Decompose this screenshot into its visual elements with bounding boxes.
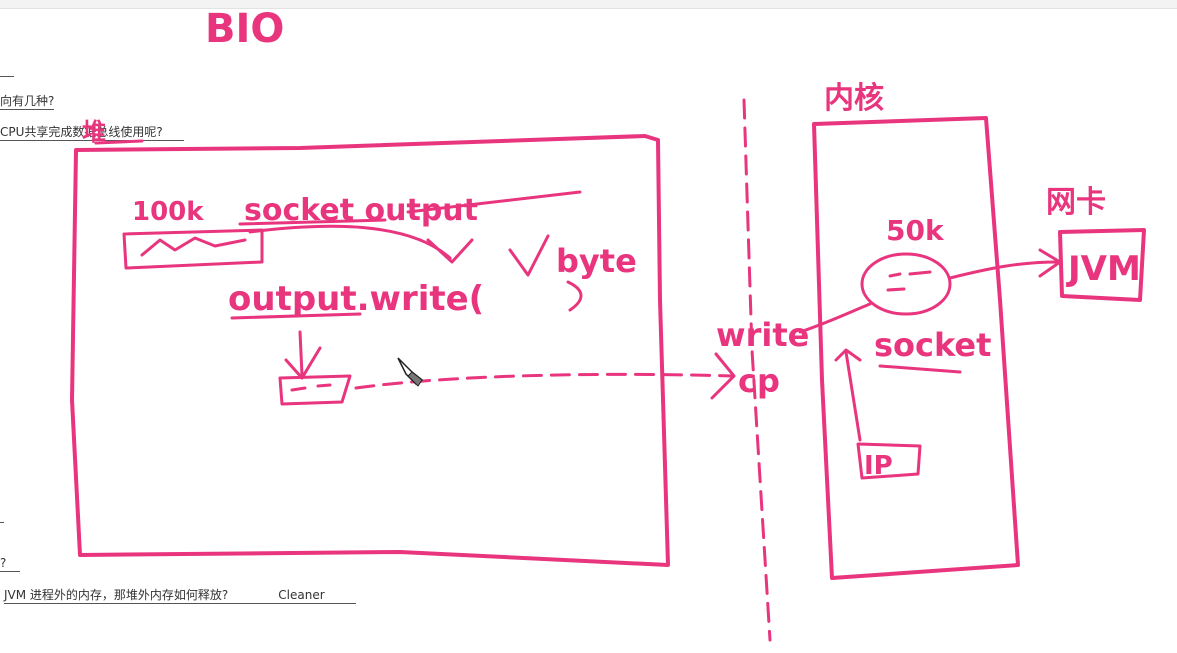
write-label: write: [716, 316, 809, 354]
window-top-edge: [0, 0, 1177, 9]
byte-check-mark: [508, 234, 550, 277]
socket-buffer-scribble: [886, 270, 932, 292]
flow-arrow-1-head: [426, 238, 474, 264]
socket-to-nic-arrow: [948, 260, 1060, 280]
copy-arrow-head: [710, 352, 736, 400]
output-write-underline: [230, 312, 362, 320]
kernel-box: [812, 116, 1020, 580]
cp-label: cp: [738, 362, 780, 400]
output-underline: [406, 190, 582, 214]
nic-label: 网卡: [1046, 185, 1106, 220]
note-line-1: 向有几种?: [0, 94, 55, 110]
heap-label-underline: [94, 139, 144, 145]
socket-buffer-circle: [860, 252, 952, 316]
heap-box: [70, 134, 670, 567]
socket-to-ip-arrow: [844, 350, 862, 442]
buffer-100k: [122, 228, 264, 270]
down-arrow-head: [284, 346, 322, 380]
kernel-label: 内核: [824, 81, 884, 116]
note-divider: [0, 522, 4, 523]
note-line-2: CPU共享完成数据总线使用呢?: [0, 125, 184, 141]
socket-to-ip-arrow-head: [834, 348, 862, 362]
pencil-cursor-icon: [397, 357, 424, 387]
size-50k-label: 50k: [886, 214, 945, 247]
ip-box: [856, 442, 922, 480]
flow-arrow-1: [248, 224, 452, 260]
small-buffer: [278, 374, 352, 406]
write-to-socket-line: [798, 302, 872, 334]
note-line-4: JVM 进程外的内存，那堆外内存如何释放? Cleaner: [4, 588, 356, 604]
small-buffer-scribble: [290, 383, 332, 392]
ip-label: IP: [864, 451, 893, 481]
socket-label: socket: [874, 326, 991, 364]
note-answer: Cleaner: [278, 588, 325, 602]
nic-box: [1058, 228, 1146, 302]
note-question: JVM 进程外的内存，那堆外内存如何释放?: [4, 588, 229, 602]
size-100k-label: 100k: [132, 197, 204, 227]
note-line-3: ?: [0, 556, 20, 572]
socket-underline: [238, 218, 387, 226]
write-close-paren: [566, 280, 583, 312]
user-kernel-divider: [742, 98, 772, 642]
socket-label-underline: [878, 364, 962, 374]
note-divider: [0, 76, 14, 77]
copy-dashed-arrow: [354, 372, 734, 390]
output-write-label: output.write(: [228, 279, 484, 319]
byte-label: byte: [556, 242, 637, 280]
title-label: BIO: [205, 6, 284, 52]
down-arrow-shaft: [298, 330, 304, 377]
nic-box-label: JVM: [1066, 249, 1141, 289]
buffer-100k-scribble: [140, 236, 247, 257]
